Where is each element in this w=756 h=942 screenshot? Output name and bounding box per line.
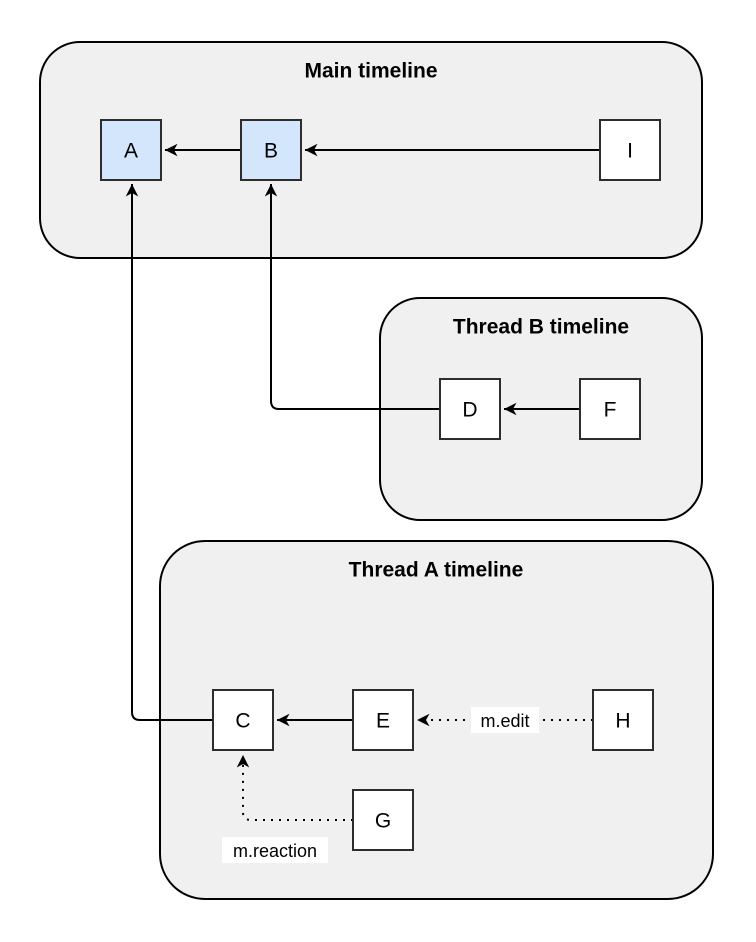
edge-d-to-b — [264, 184, 440, 410]
thread-b-timeline-title: Thread B timeline — [453, 316, 629, 339]
edge-label-m-edit: m.edit — [480, 711, 529, 731]
node-e-label: E — [376, 710, 390, 733]
main-timeline-title: Main timeline — [304, 60, 437, 83]
node-h-label: H — [615, 710, 630, 733]
edge-label-bg-m-reaction — [222, 837, 328, 863]
node-b-label: B — [264, 140, 278, 163]
node-h — [592, 689, 654, 751]
node-b — [240, 119, 302, 181]
node-d — [439, 378, 501, 440]
node-i-label: I — [627, 140, 633, 163]
node-g — [352, 789, 414, 851]
node-a — [100, 119, 162, 181]
node-f-label: F — [604, 399, 617, 422]
node-d-label: D — [462, 399, 477, 422]
edge-label-bg-m-edit — [471, 707, 539, 733]
node-a-label: A — [124, 140, 138, 163]
node-g-label: G — [375, 810, 391, 833]
node-f — [579, 378, 641, 440]
edge-c-to-a — [125, 184, 213, 721]
node-c — [212, 689, 274, 751]
node-c-label: C — [235, 710, 250, 733]
node-i — [599, 119, 661, 181]
node-e — [352, 689, 414, 751]
edge-label-m-reaction: m.reaction — [233, 841, 317, 861]
thread-a-timeline-title: Thread A timeline — [349, 559, 524, 582]
